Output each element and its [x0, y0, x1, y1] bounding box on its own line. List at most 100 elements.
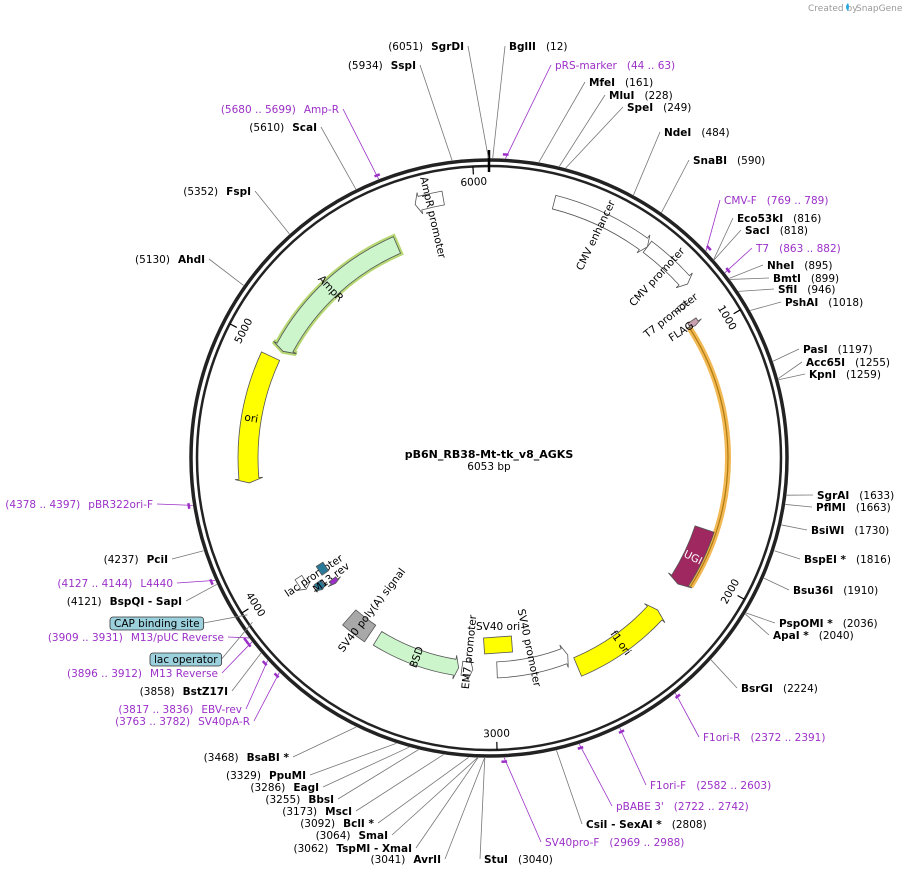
enzyme-nhei[interactable]: NheI(895) [767, 260, 833, 272]
label-name: BclI * [343, 818, 374, 830]
label-name: F1ori-F [650, 780, 686, 792]
label-position: (4378 .. 4397) [5, 499, 80, 511]
label-name: pRS-marker [555, 60, 618, 72]
enzyme-apai-[interactable]: ApaI *(2040) [773, 630, 854, 642]
primer-ebv-rev[interactable]: EBV-rev(3817 .. 3836) [118, 704, 242, 716]
enzyme-sgrai[interactable]: SgrAI(1633) [817, 490, 894, 502]
enzyme-sgrdi[interactable]: SgrDI(6051) [388, 41, 464, 53]
primer-pbr322ori-f[interactable]: pBR322ori-F(4378 .. 4397) [5, 499, 153, 511]
enzyme-acc65i[interactable]: Acc65I(1255) [806, 357, 890, 369]
label-name: SfiI [778, 284, 797, 296]
enzyme-bsabi-[interactable]: BsaBI *(3468) [204, 752, 290, 764]
enzyme-ppumi[interactable]: PpuMI(3329) [226, 770, 306, 782]
label-name: TspMI - XmaI [336, 843, 412, 855]
feature-ampr-promoter[interactable]: AmpR promoter [414, 176, 448, 261]
primer-f1ori-f[interactable]: F1ori-F(2582 .. 2603) [650, 780, 771, 792]
leader-line [713, 217, 734, 260]
leader-line [309, 742, 397, 776]
primer-pbabe-3-[interactable]: pBABE 3'(2722 .. 2742) [616, 801, 749, 813]
enzyme-sfii[interactable]: SfiI(946) [778, 284, 836, 296]
enzyme-bsiwi[interactable]: BsiWI(1730) [811, 525, 889, 537]
label-position: (590) [737, 155, 765, 167]
enzyme-ahdi[interactable]: AhdI(5130) [135, 254, 205, 266]
enzyme-bmti[interactable]: BmtI(899) [773, 273, 839, 285]
sv40-ori-label: SV40 ori [476, 621, 520, 633]
enzyme-spei[interactable]: SpeI(249) [627, 102, 691, 114]
leader-line [744, 613, 770, 636]
enzyme-saci[interactable]: SacI(818) [745, 225, 808, 237]
enzyme-tspmi-xmai[interactable]: TspMI - XmaI(3062) [293, 843, 412, 855]
label-position: (2036) [843, 618, 878, 630]
enzyme-eagi[interactable]: EagI(3286) [250, 782, 319, 794]
primer-amp-r[interactable]: Amp-R(5680 .. 5699) [221, 104, 339, 116]
label-name: SV40pro-F [545, 837, 599, 849]
enzyme-bstz17i[interactable]: BstZ17I(3858) [140, 686, 228, 698]
primer-m13-reverse[interactable]: M13 Reverse(3896 .. 3912) [67, 668, 218, 680]
primer-f1ori-r[interactable]: F1ori-R(2372 .. 2391) [703, 732, 825, 744]
enzyme-kpni[interactable]: KpnI (1259) [809, 369, 881, 381]
feature-f1-ori[interactable]: f1 ori [573, 603, 666, 677]
box-lac-operator[interactable]: lac operator [149, 652, 223, 667]
feature-bsd[interactable]: BSD [372, 630, 460, 680]
label-name: BmtI [773, 273, 801, 285]
enzyme-mlui[interactable]: MluI(228) [609, 90, 673, 102]
leader-line [785, 504, 813, 508]
enzyme-bbsi[interactable]: BbsI(3255) [265, 794, 334, 806]
label-name: KpnI [809, 369, 836, 381]
label-name: BbsI [308, 794, 334, 806]
enzyme-scai[interactable]: ScaI(5610) [249, 122, 317, 134]
label-position: (1259) [846, 369, 881, 381]
enzyme-mfei[interactable]: MfeI(161) [589, 77, 653, 89]
enzyme-pasi[interactable]: PasI(1197) [803, 344, 873, 356]
enzyme-pcii[interactable]: PciI(4237) [104, 554, 168, 566]
leader-line [391, 757, 478, 836]
enzyme-fspi[interactable]: FspI(5352) [183, 186, 251, 198]
feature-cmv-enhancer[interactable]: CMV enhancer [551, 194, 651, 272]
enzyme-smai[interactable]: SmaI(3064) [316, 830, 388, 842]
label-position: (1255) [855, 357, 890, 369]
enzyme-pflmi[interactable]: PflMI(1663) [816, 502, 891, 514]
leader-line [505, 64, 552, 159]
primer-prs-marker[interactable]: pRS-marker(44 .. 63) [555, 60, 675, 72]
label-name: SV40pA-R [198, 716, 250, 728]
feature-ugi[interactable]: UGI [668, 525, 715, 589]
enzyme-bspei-[interactable]: BspEI *(1816) [804, 554, 891, 566]
feature-lac-block[interactable] [315, 561, 330, 576]
feature-ampr[interactable]: AmpR [271, 233, 404, 357]
label-name: pBABE 3' [616, 801, 664, 813]
tick-label: 3000 [483, 728, 510, 741]
box-cap-binding-site[interactable]: CAP binding site [109, 616, 205, 631]
primer-site-mark [187, 502, 191, 509]
primer-cmv-f[interactable]: CMV-F(769 .. 789) [724, 195, 828, 207]
enzyme-pspomi-[interactable]: PspOMI *(2036) [779, 618, 878, 630]
label-name: T7 [755, 243, 769, 255]
feature-highlights [687, 326, 731, 589]
primer-sv40pa-r[interactable]: SV40pA-R(3763 .. 3782) [115, 716, 250, 728]
primer-t7[interactable]: T7(863 .. 882) [755, 243, 841, 255]
primer-m13-puc-reverse[interactable]: M13/pUC Reverse(3909 .. 3931) [48, 632, 224, 644]
feature-m13-rev2[interactable] [327, 576, 341, 588]
enzyme-bcli-[interactable]: BclI *(3092) [300, 818, 374, 830]
label-position: (249) [663, 102, 691, 114]
tick-mark [737, 594, 745, 600]
enzyme-ndei[interactable]: NdeI(484) [664, 127, 730, 139]
leader-line [750, 301, 782, 311]
enzyme-bsrgi[interactable]: BsrGI(2224) [741, 683, 818, 695]
enzyme-bspqi-sapi[interactable]: BspQI - SapI(4121) [67, 596, 182, 608]
enzyme-msci[interactable]: MscI(3173) [282, 806, 352, 818]
feature-ori[interactable]: ori [234, 351, 281, 484]
enzyme-bsu36i[interactable]: Bsu36I(1910) [793, 585, 878, 597]
enzyme-csii-sexai-[interactable]: CsiI - SexAI *(2808) [586, 819, 707, 831]
enzyme-snabi[interactable]: SnaBI(590) [693, 155, 765, 167]
enzyme-bglii[interactable]: BglII(12) [509, 41, 568, 53]
enzyme-pshai[interactable]: PshAI(1018) [785, 297, 863, 309]
enzyme-stui[interactable]: StuI(3040) [484, 854, 553, 866]
box-leader [203, 614, 248, 624]
enzyme-sspi[interactable]: SspI(5934) [348, 60, 416, 72]
primer-l4440[interactable]: L4440(4127 .. 4144) [57, 578, 173, 590]
enzyme-avrii[interactable]: AvrII(3041) [370, 854, 441, 866]
leader-line [492, 45, 506, 159]
leader-line [185, 583, 218, 602]
primer-sv40pro-f[interactable]: SV40pro-F(2969 .. 2988) [545, 837, 684, 849]
enzyme-eco53ki[interactable]: Eco53kI(816) [737, 213, 821, 225]
